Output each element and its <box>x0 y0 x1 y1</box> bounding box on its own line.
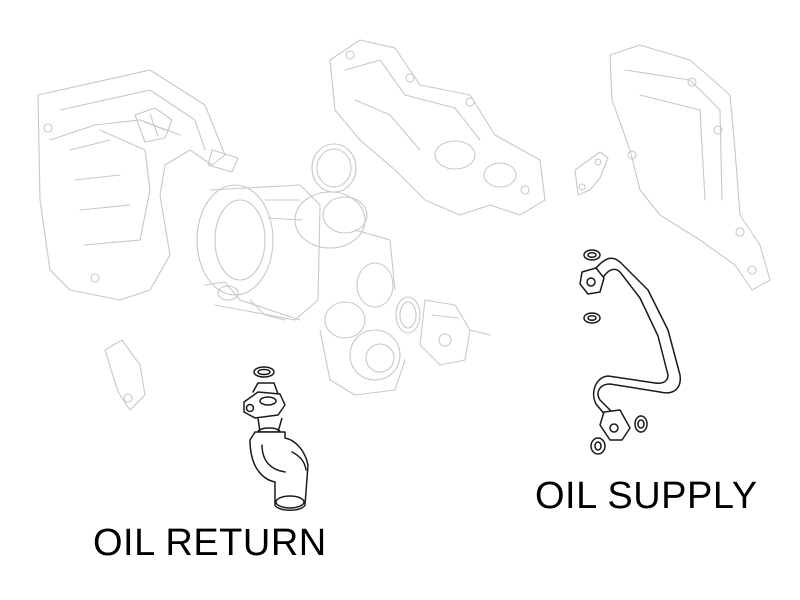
oil-return-parts <box>243 366 309 511</box>
oil-supply-line <box>579 249 681 455</box>
outlet-seal-ring <box>395 296 421 334</box>
small-bracket-right <box>574 151 609 196</box>
oil-supply-label: OIL SUPPLY <box>535 475 758 517</box>
oil-return-label: OIL RETURN <box>93 522 327 564</box>
wastegate-actuator <box>419 299 491 366</box>
heat-shield-right <box>609 44 771 291</box>
manifold-gasket-ring <box>311 143 357 193</box>
small-bracket-left <box>104 339 146 411</box>
exhaust-manifold <box>329 39 546 216</box>
heat-shield <box>37 69 239 301</box>
turbocharger <box>196 184 406 396</box>
